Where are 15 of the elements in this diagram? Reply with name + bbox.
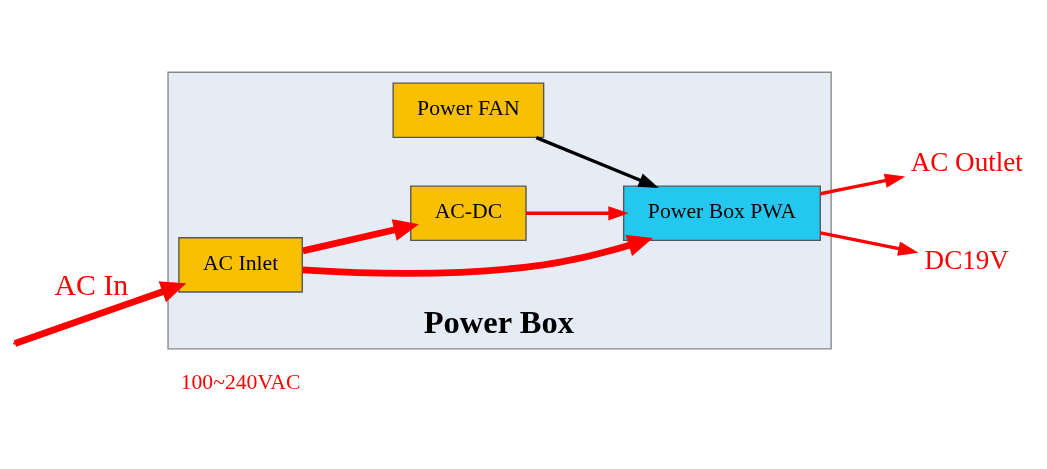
label: 100~240VAC [180,369,301,394]
arrow [820,230,919,256]
node-text: AC Outlet [910,146,1023,177]
node-box: Power FAN [392,81,545,138]
arrow [13,280,187,347]
node-box: Power Box PWA [623,185,821,241]
node-text: DC19V [924,244,1009,275]
node-box: AC-DC [410,185,527,241]
arrow [302,234,654,277]
arrow [535,135,659,188]
arrow [820,173,906,195]
edge-label: AC In [54,267,129,301]
node-box: AC Inlet [178,236,303,293]
arrow [526,205,629,220]
arrow [302,218,419,254]
